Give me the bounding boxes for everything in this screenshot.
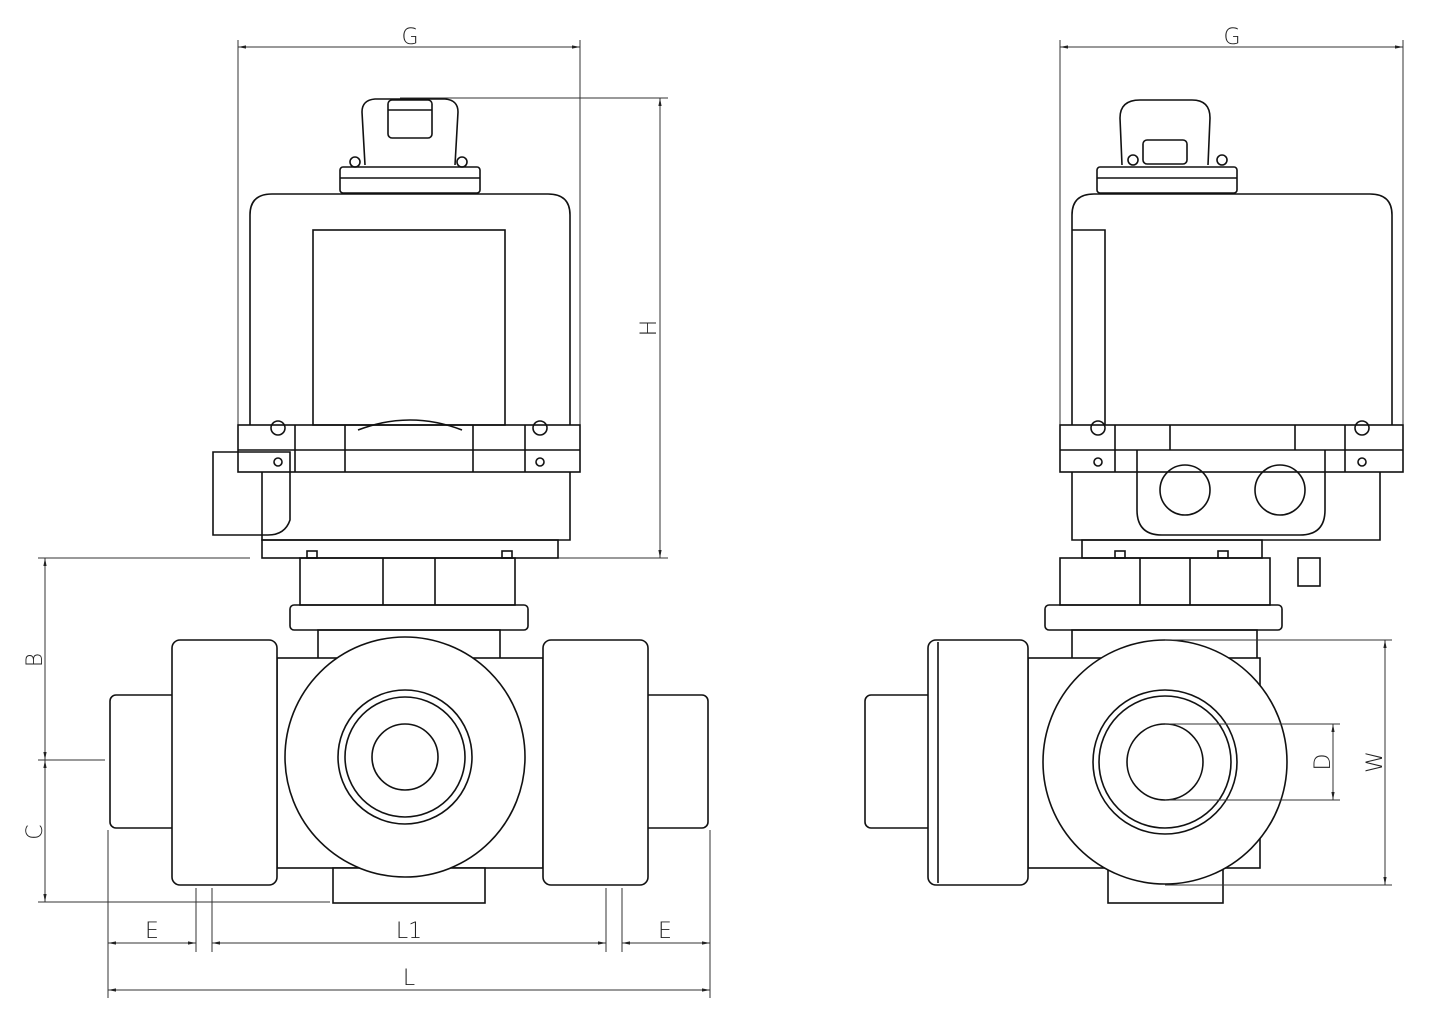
manual-override-knob-side [1096, 99, 1238, 194]
label-b: B [23, 653, 48, 667]
label-d: D [1311, 754, 1336, 771]
label-c: C [23, 824, 48, 839]
manual-override-knob [339, 98, 481, 194]
dimension-e-l1-l: E L1 E L [107, 830, 711, 998]
side-view: G [864, 25, 1404, 904]
dimension-g-front: G [237, 25, 581, 425]
label-e-left: E [145, 919, 159, 944]
label-h: H [637, 320, 662, 337]
valve-body-front [109, 636, 709, 904]
dimension-b-c: B C [23, 557, 330, 903]
dimension-h: H [400, 97, 668, 559]
valve-body-side [864, 639, 1288, 904]
label-l1: L1 [396, 919, 422, 944]
actuator-housing-side [1059, 193, 1404, 587]
front-view: G H [23, 25, 711, 998]
label-e-right: E [658, 919, 672, 944]
dimension-g-side: G [1059, 25, 1404, 425]
label-w: W [1363, 751, 1388, 773]
label-g: G [401, 25, 418, 50]
dimension-d-w: D W [1165, 639, 1392, 886]
label-l: L [403, 966, 415, 991]
label-g-side: G [1223, 25, 1240, 50]
cable-connector [1297, 557, 1321, 587]
actuator-housing [212, 193, 581, 559]
